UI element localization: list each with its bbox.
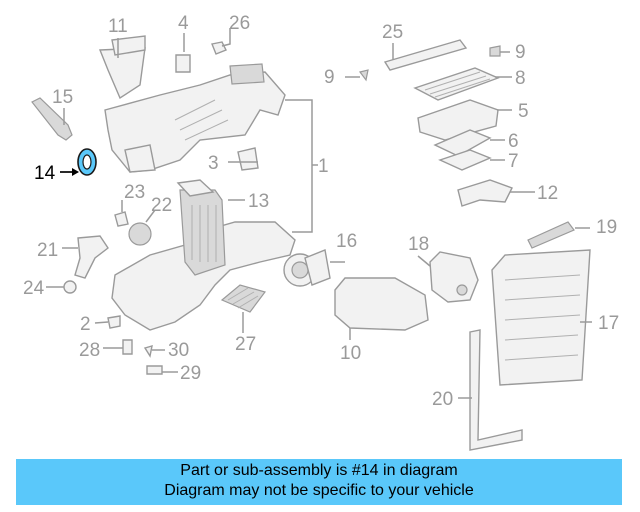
callout-8: 8	[515, 68, 526, 89]
part-29-clip	[146, 365, 163, 375]
callout-24: 24	[23, 278, 45, 299]
part-3-bracket	[237, 147, 259, 171]
callout-6: 6	[508, 131, 519, 152]
part-23-clip	[114, 211, 129, 227]
callout-12: 12	[537, 183, 558, 204]
callout-2: 2	[80, 314, 91, 335]
banner-line-disclaimer: Diagram may not be specific to your vehi…	[164, 482, 474, 499]
part-11-duct	[111, 35, 146, 56]
callout-23: 23	[124, 182, 145, 203]
part-24-grommet	[63, 280, 77, 294]
callout-15: 15	[52, 87, 73, 108]
part-22-cap	[128, 222, 152, 246]
part-5-filter-housing	[417, 99, 499, 141]
lower-heater-housing	[111, 179, 296, 331]
part-28-clip	[122, 339, 133, 355]
callout-16: 16	[336, 231, 357, 252]
callout-27: 27	[235, 334, 256, 355]
callout-14-arrowhead	[72, 168, 79, 176]
callout-20: 20	[432, 389, 453, 410]
part-12-bracket	[457, 179, 513, 207]
callout-3: 3	[208, 153, 219, 174]
part-7-gasket	[438, 149, 492, 171]
parts-diagram: 11 4 26 25 9 9 8 5 6 7 12 1 15 14 3 23 2…	[23, 13, 619, 451]
callout-11: 11	[108, 16, 128, 37]
callout-13: 13	[248, 191, 269, 212]
callout-26: 26	[229, 13, 250, 34]
part-6-gasket	[433, 129, 492, 157]
part-info-banner: Part or sub-assembly is #14 in diagram D…	[16, 459, 622, 505]
callout-4: 4	[178, 13, 189, 34]
callout-7: 7	[508, 151, 519, 172]
callout-29: 29	[180, 363, 201, 384]
callout-22: 22	[151, 195, 172, 216]
part-2-clip	[107, 315, 121, 329]
part-15-sensor	[31, 97, 73, 141]
callout-10: 10	[340, 343, 361, 364]
part-20-trim-strip	[469, 329, 523, 451]
part-19-seal	[527, 221, 575, 249]
part-10-regulator	[334, 277, 429, 331]
upper-heater-housing	[98, 47, 286, 173]
callout-9-right: 9	[515, 42, 526, 63]
part-21-valve	[74, 235, 109, 279]
callout-9-left: 9	[324, 67, 335, 88]
part-26-screw	[211, 41, 227, 55]
callout-28: 28	[79, 340, 100, 361]
part-8-filter	[413, 67, 500, 101]
callout-25: 25	[382, 22, 403, 43]
part-25-strip	[383, 39, 468, 71]
part-9-clip-right	[489, 45, 501, 57]
callout-1: 1	[318, 156, 329, 177]
part-9-clip-left	[358, 69, 369, 82]
part-30-screw	[143, 345, 153, 358]
callout-17: 17	[598, 313, 619, 334]
callout-5: 5	[518, 101, 529, 122]
callout-19: 19	[596, 217, 617, 238]
callout-30: 30	[168, 340, 189, 361]
part-4-clip	[175, 54, 191, 73]
part-14-seal-inner	[82, 154, 92, 170]
callout-14-highlighted: 14	[34, 163, 56, 184]
callout-21: 21	[37, 240, 58, 261]
callout-18: 18	[408, 234, 429, 255]
part-18-actuator	[429, 251, 479, 303]
banner-line-part: Part or sub-assembly is #14 in diagram	[180, 462, 458, 479]
